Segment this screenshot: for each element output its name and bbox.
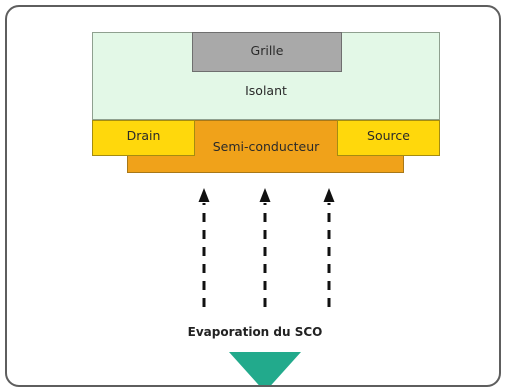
drain-electrode [92,120,195,156]
source-label: Source [367,128,410,143]
evaporation-source-icon [229,352,301,385]
grille-gate [192,32,342,72]
diagram-frame: Isolant Grille Semi-conducteur Drain Sou… [5,5,501,387]
source-electrode [337,120,440,156]
grille-label: Grille [250,43,284,58]
dashed-arrow-up-icon [259,188,271,307]
drain-label: Drain [126,128,161,143]
semi-conducteur-label: Semi-conducteur [212,139,320,154]
evaporation-arrows [198,188,335,307]
evaporation-label: Evaporation du SCO [187,325,323,339]
dashed-arrow-up-icon [323,188,335,307]
isolant-label: Isolant [245,83,287,98]
dashed-arrow-up-icon [198,188,210,307]
